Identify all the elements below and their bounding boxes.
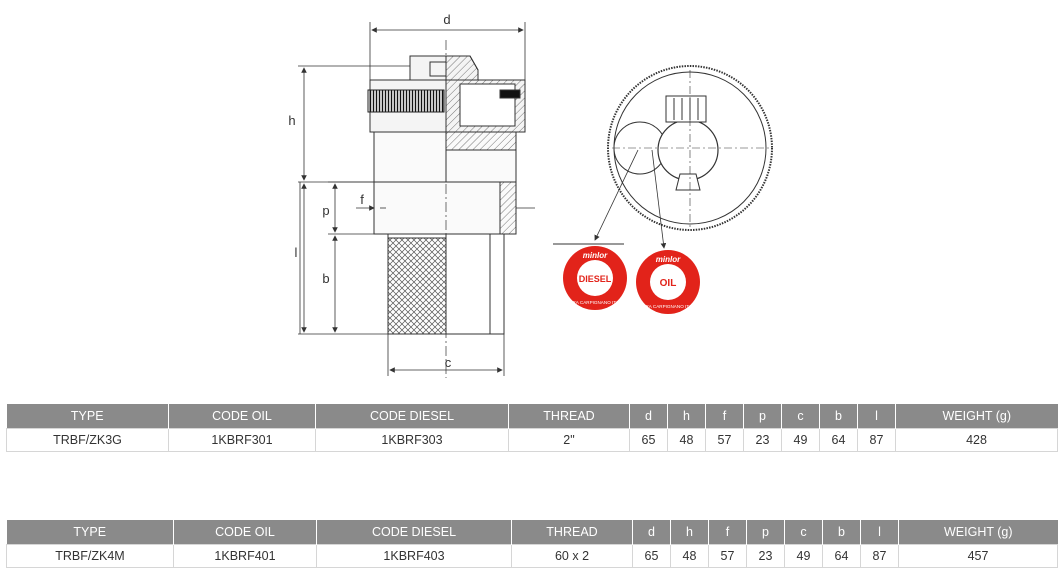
col-header-code-diesel: CODE DIESEL	[315, 404, 509, 429]
cell-f: 57	[705, 428, 744, 452]
table-row: TRBF/ZK4M 1KBRF401 1KBRF403 60 x 2 65 48…	[6, 544, 1058, 568]
dim-label-h: h	[288, 113, 295, 128]
oil-badge-brand: minlor	[656, 255, 681, 264]
spec-table-2: TYPE CODE OIL CODE DIESEL THREAD d h f p…	[6, 520, 1058, 568]
col-header-b: b	[822, 520, 861, 545]
dim-label-d: d	[443, 12, 450, 27]
col-header-weight: WEIGHT (g)	[895, 404, 1058, 429]
col-header-code-diesel: CODE DIESEL	[316, 520, 512, 545]
col-header-thread: THREAD	[508, 404, 630, 429]
table-header-row: TYPE CODE OIL CODE DIESEL THREAD d h f p…	[6, 404, 1058, 429]
cell-code-diesel: 1KBRF403	[316, 544, 512, 568]
col-header-c: c	[784, 520, 823, 545]
col-header-b: b	[819, 404, 858, 429]
col-header-h: h	[667, 404, 706, 429]
dim-label-c: c	[445, 355, 452, 370]
col-header-weight: WEIGHT (g)	[898, 520, 1058, 545]
cell-code-diesel: 1KBRF303	[315, 428, 509, 452]
cell-d: 65	[629, 428, 668, 452]
col-header-code-oil: CODE OIL	[168, 404, 316, 429]
oil-badge-label: OIL	[660, 278, 677, 289]
technical-drawing: d h f p l b c minlor DIESEL CURA CARPIGN…	[288, 12, 773, 378]
col-header-l: l	[860, 520, 899, 545]
dim-label-f: f	[360, 192, 364, 207]
col-header-c: c	[781, 404, 820, 429]
dim-label-b: b	[322, 271, 329, 286]
cell-p: 23	[743, 428, 782, 452]
cell-b: 64	[819, 428, 858, 452]
table-row: TRBF/ZK3G 1KBRF301 1KBRF303 2" 65 48 57 …	[6, 428, 1058, 452]
top-view	[553, 65, 773, 249]
col-header-code-oil: CODE OIL	[173, 520, 317, 545]
col-header-h: h	[670, 520, 709, 545]
cell-h: 48	[667, 428, 706, 452]
oil-badge: minlor OIL CURA CARPIGNANO ITALY	[636, 250, 700, 314]
cell-weight: 457	[898, 544, 1058, 568]
dimension-lines	[298, 22, 535, 376]
cell-thread: 60 x 2	[511, 544, 633, 568]
cell-d: 65	[632, 544, 671, 568]
dim-label-l: l	[295, 245, 298, 260]
col-header-p: p	[743, 404, 782, 429]
cell-f: 57	[708, 544, 747, 568]
cell-c: 49	[781, 428, 820, 452]
cell-h: 48	[670, 544, 709, 568]
cell-weight: 428	[895, 428, 1058, 452]
cell-l: 87	[860, 544, 899, 568]
col-header-type: TYPE	[6, 404, 169, 429]
col-header-d: d	[632, 520, 671, 545]
cell-code-oil: 1KBRF401	[173, 544, 317, 568]
cell-p: 23	[746, 544, 785, 568]
cell-type: TRBF/ZK3G	[6, 428, 169, 452]
dim-label-p: p	[322, 203, 329, 218]
col-header-d: d	[629, 404, 668, 429]
col-header-f: f	[708, 520, 747, 545]
cell-b: 64	[822, 544, 861, 568]
diesel-badge: minlor DIESEL CURA CARPIGNANO ITALY	[563, 246, 627, 310]
diesel-badge-brand: minlor	[583, 251, 608, 260]
diesel-badge-label: DIESEL	[579, 274, 612, 284]
oil-badge-ring-text: CURA CARPIGNANO ITALY	[639, 304, 697, 309]
col-header-p: p	[746, 520, 785, 545]
table-header-row: TYPE CODE OIL CODE DIESEL THREAD d h f p…	[6, 520, 1058, 545]
cell-l: 87	[857, 428, 896, 452]
diesel-badge-ring-text: CURA CARPIGNANO ITALY	[566, 300, 624, 305]
col-header-f: f	[705, 404, 744, 429]
spec-table-1: TYPE CODE OIL CODE DIESEL THREAD d h f p…	[6, 404, 1058, 452]
cell-code-oil: 1KBRF301	[168, 428, 316, 452]
side-view	[367, 40, 526, 378]
cell-c: 49	[784, 544, 823, 568]
col-header-l: l	[857, 404, 896, 429]
col-header-thread: THREAD	[511, 520, 633, 545]
cell-thread: 2"	[508, 428, 630, 452]
col-header-type: TYPE	[6, 520, 174, 545]
cell-type: TRBF/ZK4M	[6, 544, 174, 568]
